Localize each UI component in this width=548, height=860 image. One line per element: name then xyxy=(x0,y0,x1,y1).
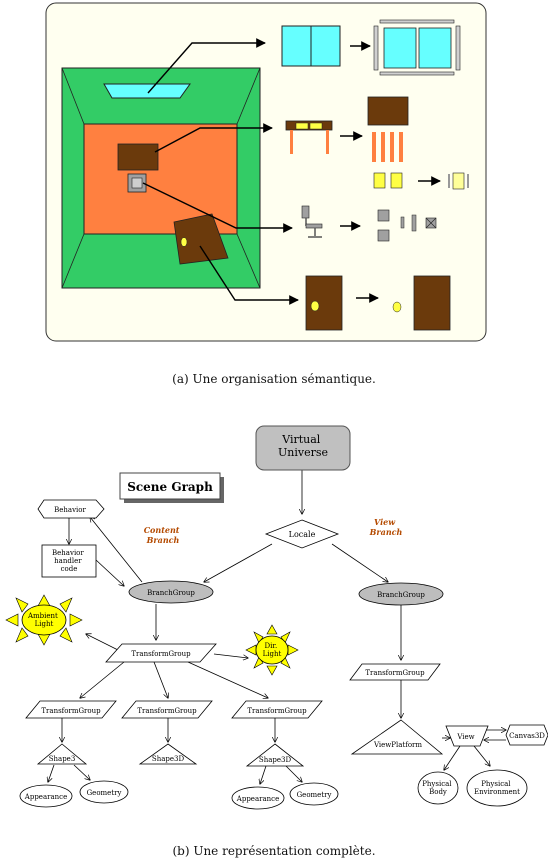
caption-b: (b) Une représentation complète. xyxy=(172,844,376,858)
door-knob-top-view xyxy=(180,237,188,247)
object-connectors xyxy=(142,38,299,305)
chair-connector xyxy=(142,182,293,233)
svg-text:Shape3D: Shape3D xyxy=(152,755,185,763)
svg-text:Canvas3D: Canvas3D xyxy=(509,732,545,740)
branch-group-left-node: BranchGroup xyxy=(128,580,214,604)
svg-text:TransformGroup: TransformGroup xyxy=(365,669,425,677)
physical-body-node: Physical Body xyxy=(417,771,459,805)
appearance-1-node: Appearance xyxy=(19,784,73,808)
svg-text:Physical Body: Physical Body xyxy=(422,780,454,796)
chair-object xyxy=(301,205,323,238)
geometry-2-node: Geometry xyxy=(289,782,339,806)
svg-text:Geometry: Geometry xyxy=(87,789,122,797)
directional-light-node: Dir. Light xyxy=(245,624,299,676)
svg-text:BranchGroup: BranchGroup xyxy=(147,589,195,597)
desk-top-view xyxy=(117,143,159,171)
svg-text:View: View xyxy=(456,733,474,741)
desk-parts xyxy=(367,96,409,162)
transform-group-3-node: TransformGroup xyxy=(231,700,323,719)
scene-graph-diagram: Scene Graph Content Branch View Branch V… xyxy=(5,425,548,810)
transform-group-main-node: TransformGroup xyxy=(105,643,217,663)
scene-graph-title: Scene Graph xyxy=(127,480,213,494)
svg-text:Ambient Light: Ambient Light xyxy=(27,612,60,628)
canvas3d-node: Canvas3D xyxy=(505,724,548,746)
transform-group-view-node: TransformGroup xyxy=(349,663,441,681)
view-platform-node: ViewPlatform xyxy=(350,719,444,755)
svg-text:Behavior handler: Behavior handler code xyxy=(52,549,86,573)
drawer-parts xyxy=(373,172,403,189)
shape-2-node: Shape3D xyxy=(138,743,198,765)
scene-graph-title-box: Scene Graph xyxy=(119,472,224,503)
window-connector xyxy=(147,38,266,94)
window-top-view xyxy=(103,83,191,99)
appearance-2-node: Appearance xyxy=(231,786,285,810)
branch-group-right-node: BranchGroup xyxy=(358,582,444,606)
svg-text:Dir. Light: Dir. Light xyxy=(263,642,282,658)
shape-3-node: Shape3D xyxy=(245,743,305,767)
transform-group-2-node: TransformGroup xyxy=(121,700,213,719)
locale-node: Locale xyxy=(264,519,340,549)
transform-group-1-node: TransformGroup xyxy=(25,700,117,719)
scene-graph-edges xyxy=(48,470,506,784)
view-node: View xyxy=(445,725,489,747)
svg-text:Virtual Universe: Virtual Universe xyxy=(278,433,328,459)
svg-text:TransformGroup: TransformGroup xyxy=(247,707,307,715)
semantic-organization-diagram xyxy=(45,2,487,342)
room-top-view xyxy=(61,67,261,289)
caption-a: (a) Une organisation sémantique. xyxy=(172,372,376,386)
svg-text:Behavior: Behavior xyxy=(54,506,86,514)
ambient-light-node: Ambient Light xyxy=(5,594,83,646)
window-parts xyxy=(373,19,461,76)
virtual-universe-node: Virtual Universe xyxy=(255,425,351,471)
svg-text:Geometry: Geometry xyxy=(297,791,332,799)
svg-text:TransformGroup: TransformGroup xyxy=(137,707,197,715)
desk-connector xyxy=(154,123,273,153)
door-top-view xyxy=(173,213,229,265)
chair-parts xyxy=(377,209,437,242)
svg-text:TransformGroup: TransformGroup xyxy=(131,650,191,658)
svg-text:Locale: Locale xyxy=(289,530,316,539)
door-parts xyxy=(392,275,451,331)
shape-1-node: Shape3 xyxy=(36,743,88,765)
svg-text:Shape3D: Shape3D xyxy=(259,756,292,764)
svg-text:Physical Environment: Physical Environment xyxy=(474,780,520,796)
svg-text:ViewPlatform: ViewPlatform xyxy=(373,741,422,749)
desk-object xyxy=(285,120,333,154)
geometry-1-node: Geometry xyxy=(79,780,129,804)
view-branch-label: View Branch xyxy=(369,517,403,537)
window-object xyxy=(281,25,341,67)
svg-text:Shape3: Shape3 xyxy=(49,755,76,763)
door-connector xyxy=(199,245,299,305)
svg-text:BranchGroup: BranchGroup xyxy=(377,591,425,599)
drawer-detail xyxy=(448,172,469,190)
behavior-node: Behavior xyxy=(37,499,105,519)
svg-text:TransformGroup: TransformGroup xyxy=(41,707,101,715)
physical-environment-node: Physical Environment xyxy=(466,769,528,807)
door-object xyxy=(305,275,343,331)
behavior-handler-code-node: Behavior handler code xyxy=(41,544,97,578)
svg-text:Appearance: Appearance xyxy=(236,795,279,803)
content-branch-label: Content Branch xyxy=(144,525,183,545)
svg-text:Appearance: Appearance xyxy=(24,793,67,801)
